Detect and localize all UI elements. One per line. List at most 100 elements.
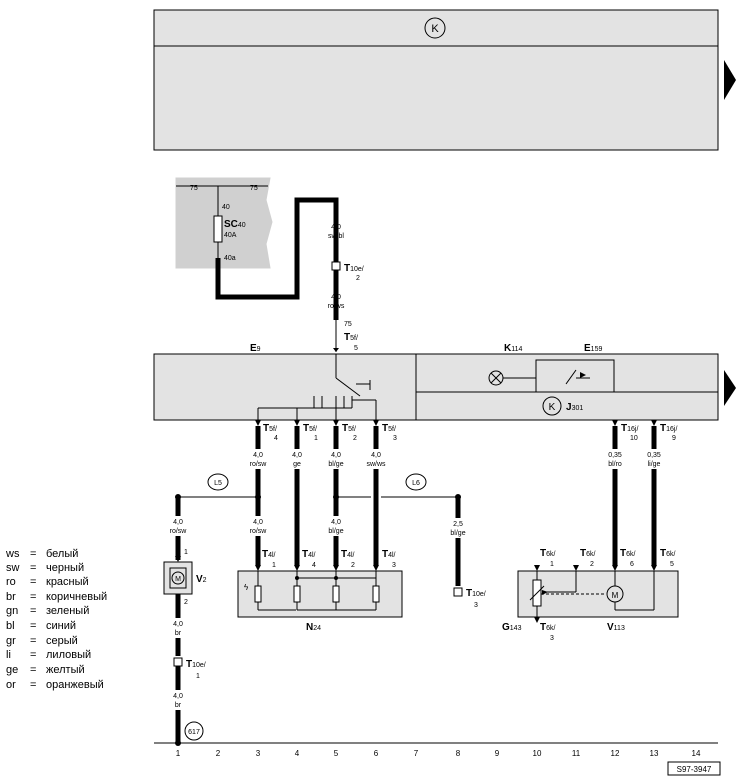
v2-pin-top: 1	[184, 549, 188, 556]
w12-gauge: 0,35	[608, 452, 622, 459]
motor-v2-icon	[171, 571, 185, 585]
connector-t5f5: T5f/	[344, 332, 358, 343]
legend-code-3: br	[6, 591, 16, 603]
w1c-label-bg	[166, 690, 190, 710]
n24-label: N24	[306, 622, 321, 633]
fuse-panel	[175, 177, 273, 269]
connector-t6k6: T6k/	[620, 548, 636, 559]
connector-t4l4: T4l/	[302, 549, 316, 560]
wire-supply	[215, 197, 339, 300]
grid-1: 1	[176, 749, 181, 758]
legend-code-4: gn	[6, 605, 18, 617]
switch-e159-icon	[580, 372, 586, 378]
wire-top-color: sw/bl	[328, 233, 344, 240]
connector-t5f3-pin: 3	[393, 435, 397, 442]
w8-color: bl/ge	[450, 530, 465, 537]
k-symbol-icon	[424, 17, 446, 39]
connector-t10e3: T10e/	[466, 588, 486, 599]
v2-pin-bottom: 2	[184, 599, 188, 606]
ref-l6: L6	[412, 480, 420, 487]
connector-t5f3: T5f/	[382, 423, 396, 434]
g143-arrow-bottom-icon	[534, 617, 540, 623]
legend-name-7: лиловый	[46, 649, 91, 661]
ref-l6-icon	[405, 473, 427, 491]
connector-t10e2-icon	[331, 261, 341, 271]
k114-e159-box	[535, 359, 615, 393]
connector-t10e2: T10e/	[344, 263, 364, 274]
legend-code-5: bl	[6, 620, 15, 632]
e9-panel	[153, 353, 417, 421]
e9-label: E9	[250, 343, 261, 354]
fuse-name: SC40	[224, 219, 246, 230]
w3b-gauge: 4,0	[253, 519, 263, 526]
junction-l5-right	[255, 494, 261, 500]
fuse-pin-bottom: 40a	[224, 255, 236, 262]
switch-e159-stroke	[565, 369, 577, 385]
k114-label: K114	[504, 343, 523, 354]
connector-t10e2-pin: 2	[356, 275, 360, 282]
n24-connector-arrows	[255, 565, 379, 571]
terminal-75-label: 75	[344, 321, 352, 328]
legend-code-0: ws	[5, 548, 20, 560]
legend-code-7: li	[6, 649, 11, 661]
w8-gauge: 2,5	[453, 521, 463, 528]
grid-12: 12	[611, 749, 620, 758]
connector-t5f1: T5f/	[303, 423, 317, 434]
v2-motor: M	[175, 576, 181, 583]
connector-t4l2-pin: 2	[351, 562, 355, 569]
connector-t6k3: T6k/	[540, 622, 556, 633]
legend-name-5: синий	[46, 620, 76, 632]
footer-code: S97-3947	[677, 765, 712, 774]
legend-code-6: gr	[6, 635, 16, 647]
legend-eq-1: =	[30, 562, 36, 574]
j301-label: J301	[566, 402, 583, 413]
connector-t5f4: T5f/	[263, 423, 277, 434]
w3b-label-bg	[244, 516, 272, 536]
g143-wiper-icon	[542, 590, 548, 595]
connector-t10e3-pin: 3	[474, 602, 478, 609]
rail-right-label: 75	[250, 185, 258, 192]
w1-gauge: 4,0	[173, 519, 183, 526]
e159-label: E159	[584, 343, 602, 354]
g143-v113-internals	[529, 571, 655, 617]
w5b-color: bl/ge	[328, 528, 343, 535]
ground-617-icon	[184, 721, 204, 741]
legend-eq-6: =	[30, 635, 36, 647]
connector-t16j10: T16j/	[621, 423, 638, 434]
junction-l6-left	[333, 494, 339, 500]
connector-t4l3: T4l/	[382, 549, 396, 560]
connector-t4l1: T4l/	[262, 549, 276, 560]
v2-label: V2	[196, 574, 207, 585]
footer-code-box	[667, 761, 721, 776]
w6-gauge: 4,0	[371, 452, 381, 459]
legend-name-6: серый	[46, 635, 78, 647]
legend-code-9: or	[6, 679, 16, 691]
grid-8: 8	[456, 749, 461, 758]
legend-name-2: красный	[46, 576, 89, 588]
switch-symbol	[257, 354, 377, 420]
legend-eq-8: =	[30, 664, 36, 676]
legend-code-8: ge	[6, 664, 18, 676]
legend-eq-7: =	[30, 649, 36, 661]
w5-color: bl/ge	[328, 461, 343, 468]
w1c-gauge: 4,0	[173, 693, 183, 700]
connector-row-e9	[255, 420, 657, 426]
continue-arrow-icon	[724, 60, 736, 100]
legend-name-9: оранжевый	[46, 679, 104, 691]
j301-k-symbol: K	[549, 402, 556, 413]
v2-arrow-icon	[175, 556, 181, 562]
k-symbol-label: K	[431, 23, 439, 35]
w4-gauge: 4,0	[292, 452, 302, 459]
connector-t5f4-pin: 4	[274, 435, 278, 442]
continue-arrow-2-icon	[724, 370, 736, 406]
legend-code-2: ro	[6, 576, 16, 588]
wire-mid-gauge: 4,0	[331, 294, 341, 301]
ref-l5: L5	[214, 480, 222, 487]
color-legend: ws = белый sw = черный ro = красный br =…	[5, 548, 107, 691]
g143-connector-arrows	[534, 565, 657, 571]
w6-color: sw/ws	[366, 461, 386, 468]
grid-10: 10	[533, 749, 542, 758]
w8-label-bg	[444, 518, 472, 538]
arrow-75-icon	[333, 348, 339, 352]
grid-9: 9	[495, 749, 500, 758]
